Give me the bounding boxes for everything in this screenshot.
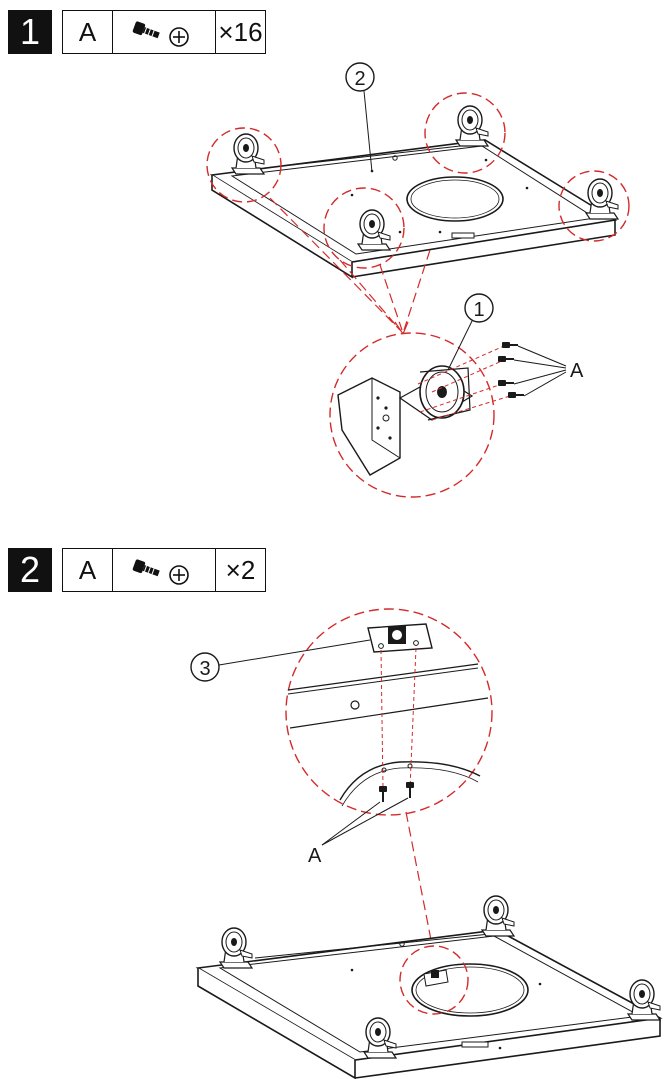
step-2-quantity: ×2 <box>225 554 256 585</box>
step-1-base-frame <box>209 139 618 279</box>
screw-label-a-step-1: A <box>513 345 584 397</box>
callout-3: 3 <box>190 639 371 682</box>
screw-label-a-step-2: A <box>308 797 409 867</box>
step-2-number: 2 <box>8 548 52 592</box>
svg-text:A: A <box>308 845 322 867</box>
callout-1: 1 <box>447 293 494 371</box>
step-2-bracket-highlight-circle <box>399 945 469 1015</box>
step-1-caster-highlight-circles <box>206 92 630 269</box>
step-2-detail-view <box>285 608 493 816</box>
step-2-base-frame <box>195 929 663 1079</box>
step-2-part-letter: A <box>63 549 114 591</box>
svg-text:A: A <box>570 360 584 382</box>
screw-icon <box>113 549 216 591</box>
screw-icon <box>113 11 216 53</box>
step-1-parts-box: A ×16 <box>62 10 266 54</box>
step-1-quantity: ×16 <box>218 16 263 47</box>
step-1-detail-view <box>329 332 524 498</box>
callout-2: 2 <box>345 62 375 173</box>
svg-text:1: 1 <box>473 299 484 321</box>
step-1-number: 1 <box>8 10 52 54</box>
step-2-detail-leader <box>405 811 433 946</box>
svg-text:3: 3 <box>199 658 210 680</box>
step-1-part-letter: A <box>63 11 114 53</box>
svg-text:2: 2 <box>354 68 365 90</box>
step-2-parts-box: A ×2 <box>62 548 266 592</box>
